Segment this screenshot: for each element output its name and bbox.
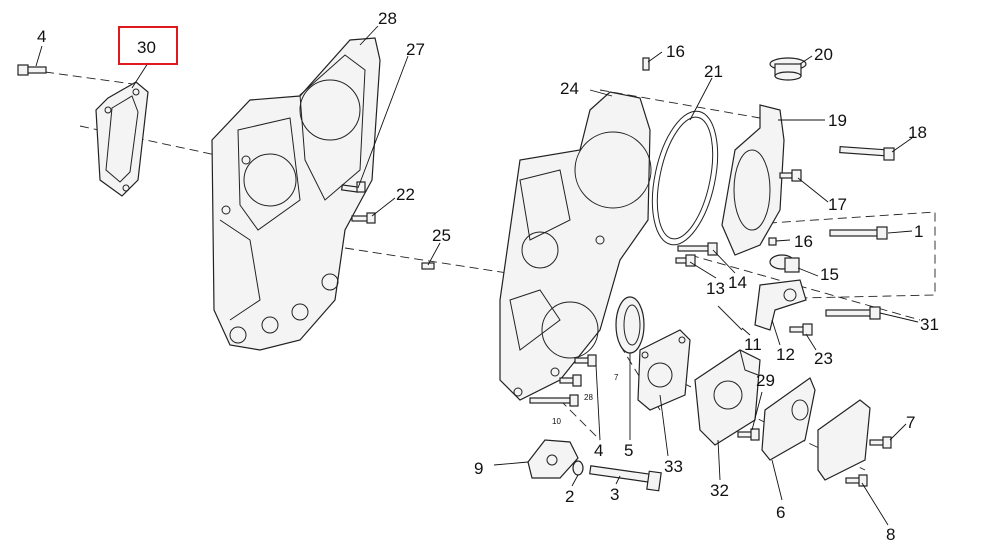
callout-labels: 4 30 28 27 22 25 16 24 21 20 19 18 17 1 … <box>37 9 939 544</box>
callout-23: 23 <box>814 349 833 368</box>
small-mark-10: 10 <box>552 417 561 426</box>
bolt-22 <box>351 212 376 224</box>
sensor-15 <box>769 254 800 273</box>
leader-lines <box>35 25 919 526</box>
bracket-12 <box>754 279 807 331</box>
callout-27: 27 <box>406 40 425 59</box>
cover-19 <box>721 104 785 256</box>
callout-14: 14 <box>728 273 747 292</box>
pin-16-right <box>768 237 777 246</box>
callout-33: 33 <box>664 457 683 476</box>
small-marks: 28 10 7 <box>552 373 619 426</box>
callout-21: 21 <box>704 62 723 81</box>
bolt-23 <box>789 323 813 336</box>
filler-cap-20 <box>769 57 807 81</box>
callout-19: 19 <box>828 111 847 130</box>
callout-24: 24 <box>560 79 579 98</box>
bolt-29 <box>737 428 760 441</box>
bolt-1 <box>829 226 888 240</box>
callout-11: 11 <box>744 335 762 354</box>
callout-31: 31 <box>920 315 939 334</box>
callout-30: 30 <box>137 38 156 57</box>
bolt-7 <box>869 436 892 449</box>
pin-16-top <box>642 57 650 71</box>
callout-12: 12 <box>776 345 795 364</box>
gasket-33 <box>637 329 691 411</box>
callout-9: 9 <box>474 459 483 478</box>
highlight-box-30 <box>118 26 178 65</box>
gasket-21 <box>651 110 719 246</box>
callout-3: 3 <box>610 485 619 504</box>
bolt-27 <box>340 181 366 193</box>
callout-28: 28 <box>378 9 397 28</box>
callout-2: 2 <box>565 487 574 506</box>
callout-8: 8 <box>886 525 895 544</box>
callout-13: 13 <box>706 279 725 298</box>
bolt-18 <box>839 145 895 161</box>
adapter-32 <box>694 349 761 446</box>
callout-18: 18 <box>908 123 927 142</box>
callout-4-bottom: 4 <box>594 441 603 460</box>
gasket-30 <box>95 81 149 197</box>
bolt-13 <box>675 254 696 267</box>
callout-16-top: 16 <box>666 42 685 61</box>
callout-4-top: 4 <box>37 27 46 46</box>
bolt-31 <box>825 306 881 320</box>
callout-22: 22 <box>396 185 415 204</box>
callout-15: 15 <box>820 265 839 284</box>
callout-16-right: 16 <box>794 232 813 251</box>
callout-1: 1 <box>914 222 923 241</box>
bracket-9 <box>527 439 579 479</box>
callout-25: 25 <box>432 226 451 245</box>
callout-20: 20 <box>814 45 833 64</box>
bolt-3 <box>589 465 662 492</box>
plate-6 <box>761 377 816 461</box>
pin-11 <box>717 305 743 331</box>
timing-cover-24 <box>499 91 652 401</box>
callout-7: 7 <box>906 413 915 432</box>
small-mark-28: 28 <box>584 393 593 402</box>
callout-29: 29 <box>756 371 775 390</box>
callout-17: 17 <box>828 195 847 214</box>
bolt-14 <box>677 242 718 256</box>
dowel-25 <box>421 262 435 270</box>
callout-32: 32 <box>710 481 729 500</box>
bolt-lower-c <box>529 394 579 407</box>
bolt-4-top <box>17 64 47 76</box>
bolt-8 <box>845 474 868 487</box>
callout-5: 5 <box>624 441 633 460</box>
bolt-17 <box>779 169 802 182</box>
cover-7 <box>817 399 871 481</box>
gear-housing-28 <box>211 37 381 351</box>
small-mark-7: 7 <box>614 373 619 382</box>
washer-2 <box>572 460 584 476</box>
bolt-lower-b <box>559 374 582 387</box>
callout-6: 6 <box>776 503 785 522</box>
seal-5 <box>615 296 645 354</box>
bolt-lower-a <box>574 354 597 367</box>
